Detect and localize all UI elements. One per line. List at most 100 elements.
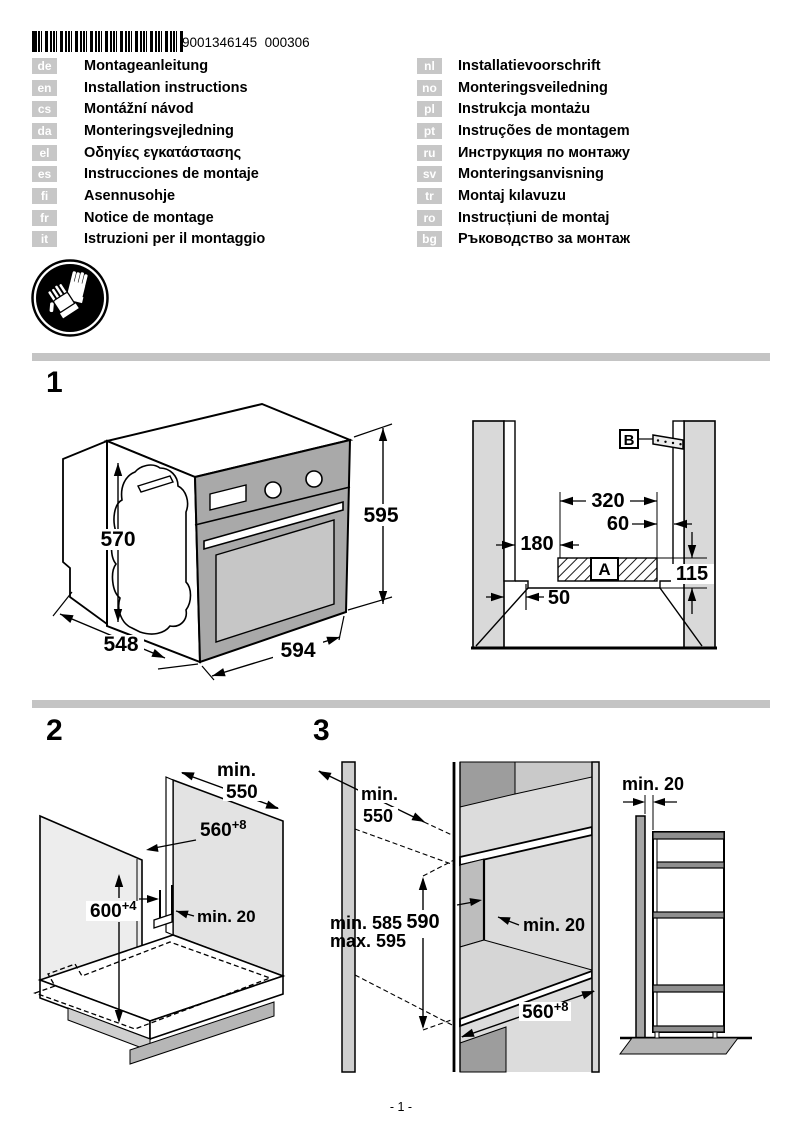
dim-180: 180 (520, 533, 553, 555)
language-title: Instrukcja montażu (458, 101, 591, 118)
dimension-niche-height: 600+4 (86, 874, 140, 1023)
dim-min20-side: min. 20 (622, 774, 684, 794)
figure3-tall-cabinet-drawing: min. 550 590 min. 585 max. 595 min. 20 5 (318, 761, 600, 1073)
language-code-badge: ro (417, 209, 442, 226)
language-title: Monteringsveiledning (458, 79, 608, 96)
figure3-number: 3 (313, 714, 330, 747)
language-code-badge: it (32, 231, 57, 248)
dim-320: 320 (591, 490, 624, 512)
language-title: Monteringsvejledning (84, 122, 234, 139)
label-A: A (598, 560, 610, 579)
niche-right-wall (683, 420, 716, 649)
dim-550: 550 (226, 782, 258, 803)
language-title: Montážní návod (84, 101, 194, 118)
language-title: Installation instructions (84, 79, 248, 96)
language-code-badge: sv (417, 166, 442, 183)
dimension-cavity-height: 570 (95, 463, 141, 622)
language-code-badge: fi (32, 187, 57, 204)
language-code-badge: de (32, 57, 57, 74)
language-code-badge: nl (417, 57, 442, 74)
language-row: da Monteringsvejledning (32, 120, 265, 142)
language-row: bg Ръководство за монтаж (417, 229, 630, 251)
figure2-base-cabinet-drawing: min. 20 560+8 600+4 min. 550 (33, 760, 286, 1065)
oven-knob (264, 481, 282, 499)
dimension-vent-gap: min. 20 (139, 895, 256, 926)
dim-115: 115 (676, 563, 708, 585)
dim-550: 550 (363, 806, 393, 826)
dim-min-label: min. (361, 784, 398, 804)
dimension-vent-gap: min. 20 (456, 898, 585, 935)
language-code-badge: ru (417, 144, 442, 161)
area-callout: A (590, 557, 619, 581)
barcode-graphic (32, 31, 183, 52)
oven-handle (203, 500, 344, 551)
language-title: Instruções de montagem (458, 122, 630, 139)
dimension-niche-height: 590 (405, 877, 442, 1029)
language-code-badge: en (32, 79, 57, 96)
language-code-badge: el (32, 144, 57, 161)
back-panel-section (591, 761, 600, 1073)
language-title: Montageanleitung (84, 57, 209, 74)
language-title: Οδηγίες εγκατάστασης (84, 144, 242, 161)
dimension-side-gap (623, 795, 677, 830)
dimension-niche-width: 560+8 (461, 990, 595, 1038)
language-title: Montaj kılavuzu (458, 187, 566, 204)
dimension-min-depth: min. 550 (318, 770, 425, 826)
dim-50: 50 (548, 587, 570, 609)
dimension-recess-width: 320 (560, 490, 657, 512)
cabinet-foot (654, 1031, 660, 1039)
page-number: - 1 - (389, 1100, 413, 1114)
language-code-badge: es (32, 166, 57, 183)
dim-min585: min. 585 (330, 913, 402, 933)
dimension-right-gap: 60 (607, 513, 692, 535)
dim-min-label: min. (217, 760, 256, 781)
language-title: Ръководство за монтаж (458, 231, 631, 248)
dim-595: 595 (363, 504, 398, 527)
dimension-min-depth: min. 550 (181, 760, 279, 809)
dimension-niche-width: 560+8 (146, 817, 247, 852)
label-B: B (624, 432, 635, 449)
language-code-badge: no (417, 79, 442, 96)
language-title: Инструкция по монтажу (458, 144, 630, 161)
oven-display (209, 484, 247, 511)
figure1-niche-drawing: 320 60 180 115 (471, 420, 717, 650)
language-row: pl Instrukcja montażu (417, 98, 630, 120)
figure1-number: 1 (46, 366, 63, 399)
adjacent-wall (635, 815, 646, 1039)
language-row: de Montageanleitung (32, 55, 265, 77)
language-code-badge: pl (417, 101, 442, 118)
oven-footprint-dashed (33, 941, 272, 1030)
oven-side-vent-slot (137, 475, 174, 493)
dim-560: 560+8 (200, 817, 247, 841)
language-code-badge: da (32, 122, 57, 139)
language-list-left: de Montageanleitung en Installation instru… (32, 55, 265, 250)
language-row: ru Инструкция по монтажу (417, 142, 630, 164)
dim-max595: max. 595 (330, 931, 406, 951)
dim-560: 560+8 (522, 999, 569, 1023)
dim-600: 600+4 (90, 898, 137, 922)
figure1-oven-drawing: 570 595 548 594 (52, 402, 406, 681)
dim-594: 594 (280, 639, 315, 662)
oven-knob (305, 470, 323, 488)
dim-60: 60 (607, 513, 629, 535)
dimension-front-offset: 50 (486, 584, 570, 610)
language-code-badge: bg (417, 231, 442, 248)
dim-min20: min. 20 (523, 915, 585, 935)
language-code-badge: fr (32, 209, 57, 226)
dimension-oven-height: 595 (347, 423, 406, 611)
front-frame-section (341, 761, 356, 1073)
language-row: el Οδηγίες εγκατάστασης (32, 142, 265, 164)
dimension-left-offset: 180 (496, 533, 579, 555)
vent-spacer (153, 913, 173, 929)
barcode-number: 9001346145 000306 (182, 35, 310, 50)
dimension-oven-depth: 548 (52, 591, 199, 670)
language-row: no Monteringsveiledning (417, 77, 630, 99)
